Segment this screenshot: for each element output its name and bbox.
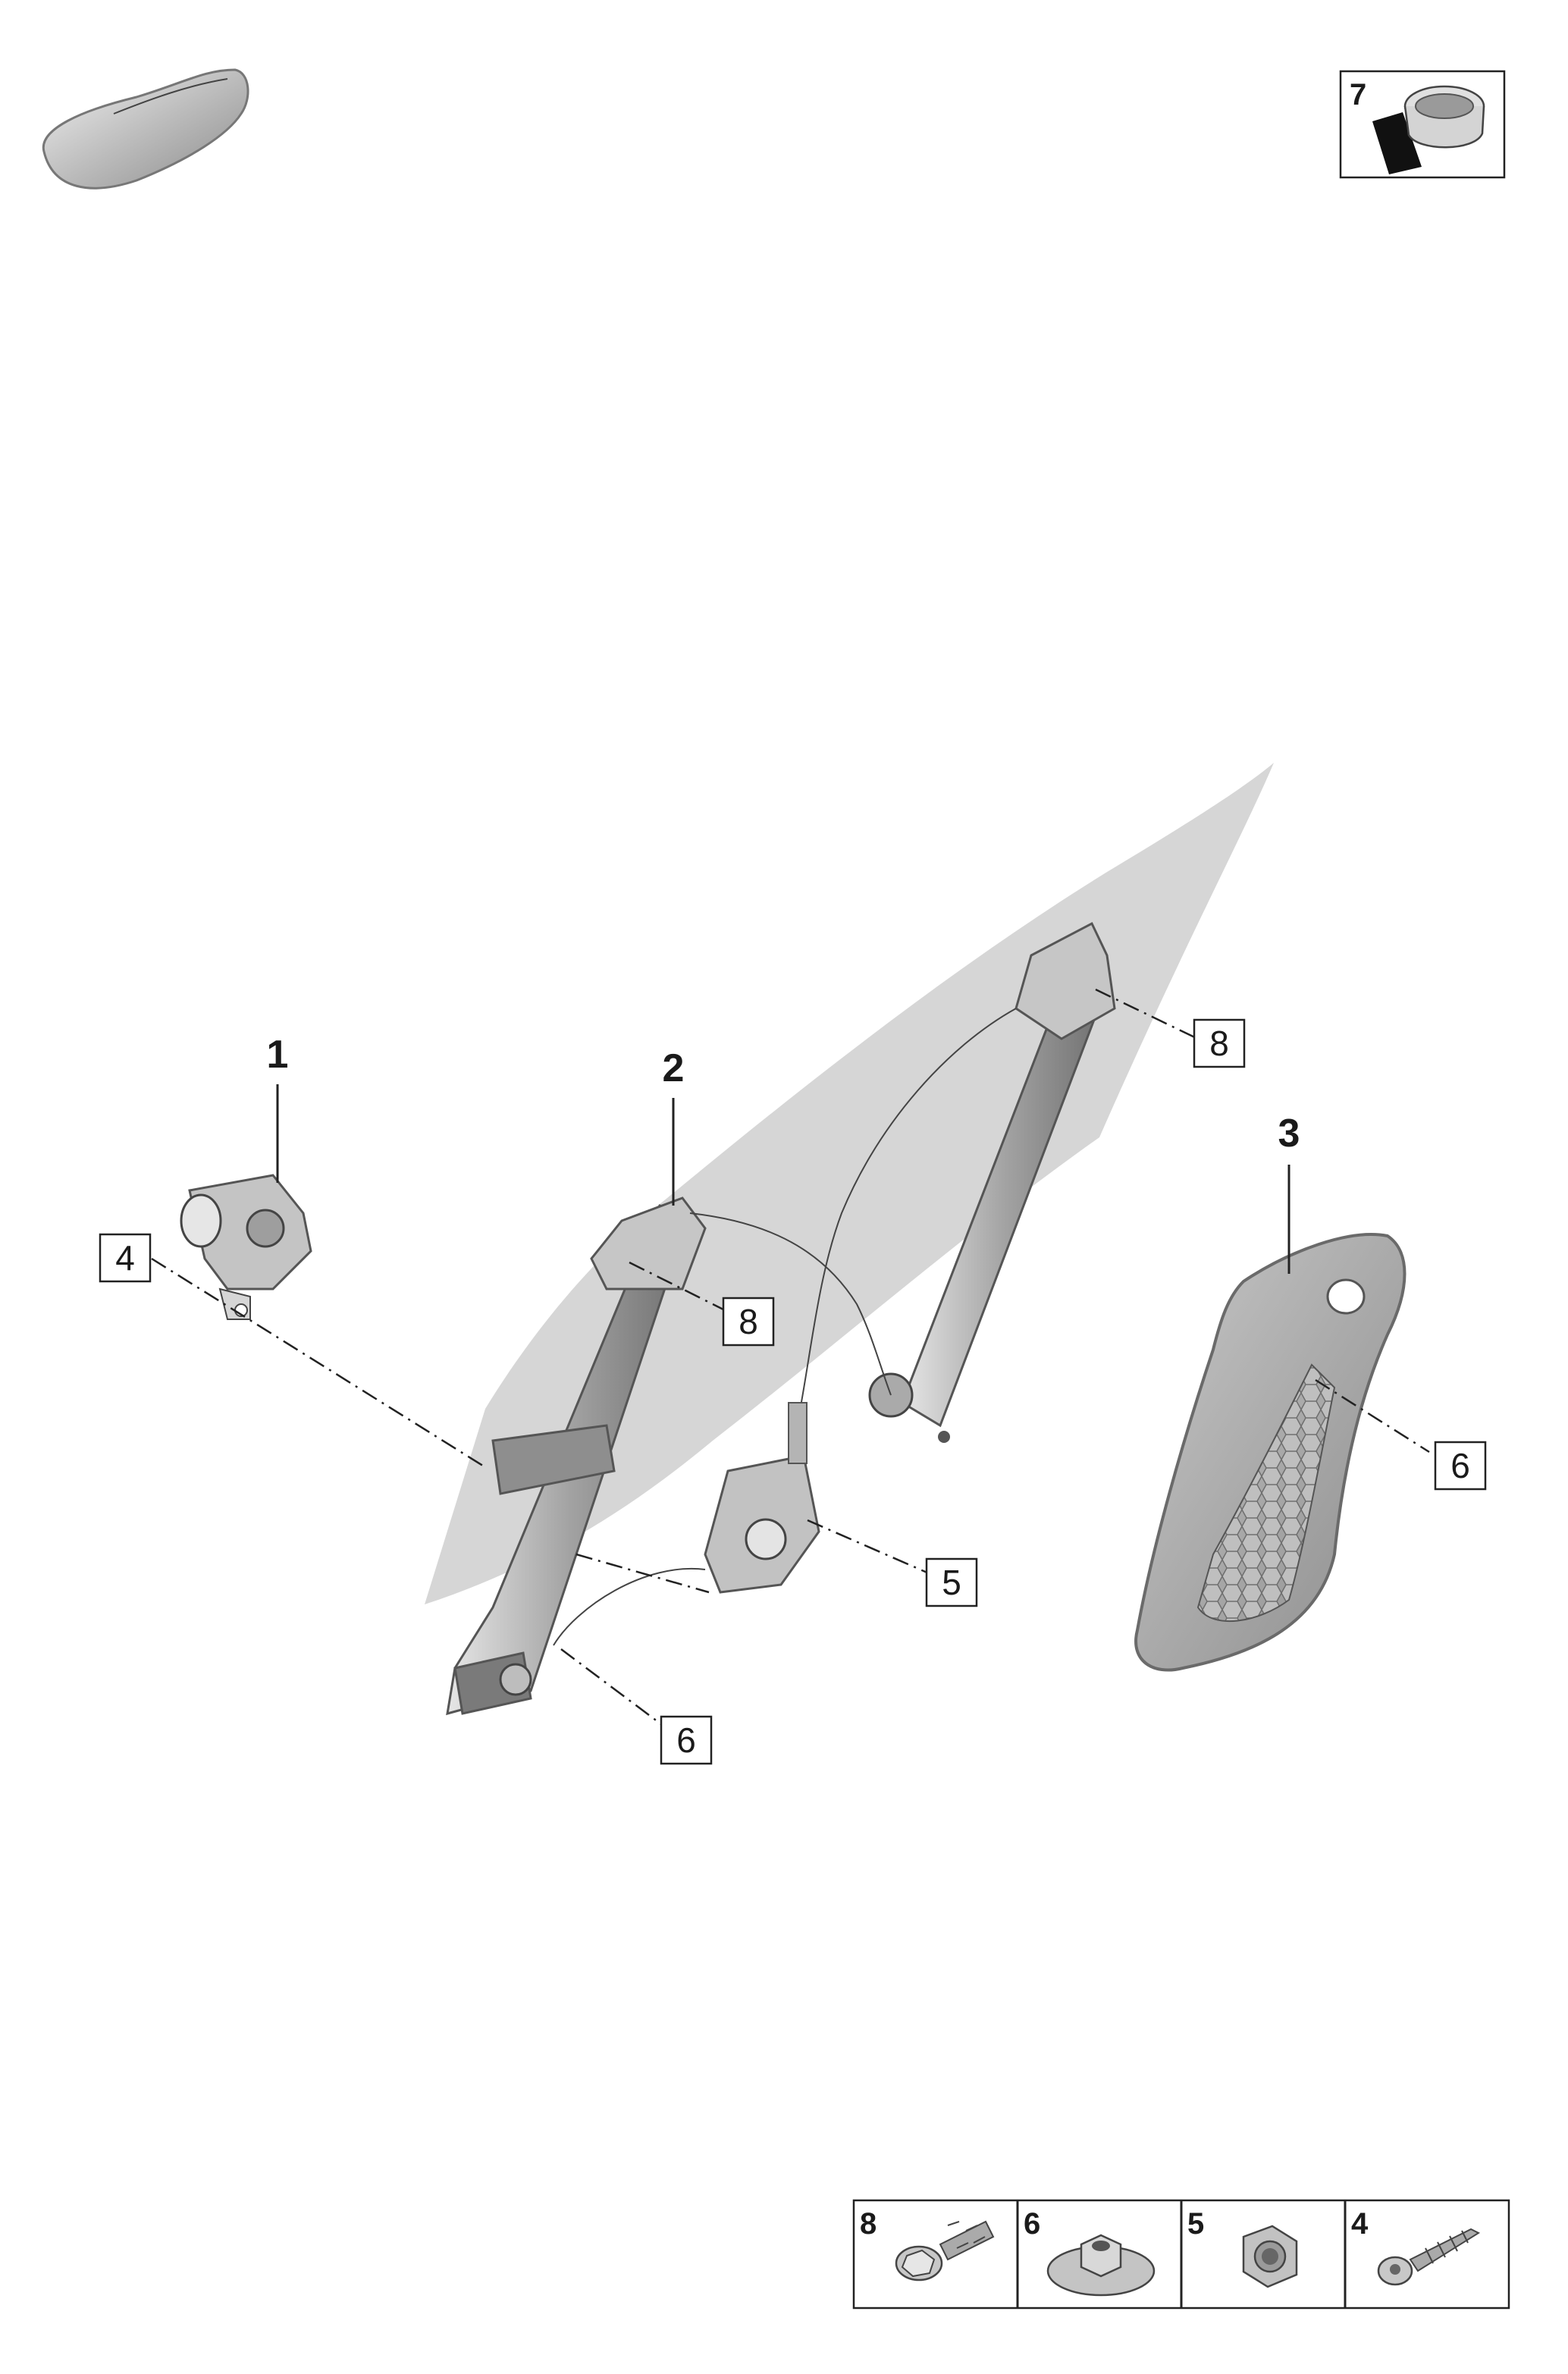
svg-text:8: 8 [1209, 1024, 1229, 1063]
line-drive [575, 1553, 710, 1594]
door-trim-cover [1134, 1233, 1406, 1672]
callout-5: 5 [925, 1557, 978, 1607]
screw-icon [1377, 2228, 1481, 2286]
callout-3: 3 [1278, 1112, 1300, 1156]
flange-nut-icon [1046, 2234, 1156, 2297]
svg-text:5: 5 [1187, 2207, 1204, 2241]
svg-text:8: 8 [860, 2207, 877, 2241]
window-regulator [446, 921, 1116, 1716]
line-6-left [560, 1648, 668, 1730]
legend-7-number: 7 [1350, 78, 1366, 111]
callout-1: 1 [267, 1033, 289, 1077]
line-5 [807, 1519, 930, 1575]
line-8-lower [629, 1261, 729, 1313]
line-6-right [1315, 1378, 1430, 1454]
svg-text:4: 4 [115, 1238, 135, 1278]
svg-text:4: 4 [1351, 2207, 1369, 2241]
svg-text:8: 8 [739, 1302, 758, 1341]
callout-6-left: 6 [660, 1715, 713, 1765]
legend-cell-8: 8 [860, 2207, 995, 2281]
vehicle-silhouette-icon [42, 68, 249, 190]
seal-tape-icon [1372, 85, 1485, 174]
callout-2: 2 [663, 1046, 685, 1090]
legend-cell-6: 6 [1024, 2207, 1156, 2297]
bolt-icon [895, 2220, 995, 2281]
svg-text:5: 5 [942, 1563, 961, 1602]
callout-leaders [276, 1084, 1290, 1274]
svg-text:6: 6 [1024, 2207, 1040, 2241]
svg-text:6: 6 [1450, 1446, 1470, 1485]
legend-cell-5: 5 [1187, 2207, 1298, 2288]
callout-8-lower: 8 [722, 1297, 775, 1347]
assembly-lines [151, 988, 1430, 1730]
legend-cell-4: 4 [1351, 2207, 1481, 2286]
line-4 [151, 1257, 486, 1469]
callout-4: 4 [99, 1233, 152, 1283]
callout-6-right: 6 [1434, 1441, 1487, 1491]
fastener-legend: 8 6 5 [852, 2199, 1510, 2310]
hex-nut-icon [1242, 2225, 1298, 2288]
svg-text:6: 6 [676, 1720, 696, 1760]
callout-8-upper: 8 [1193, 1018, 1246, 1068]
legend-7-seal-kit: 7 [1339, 70, 1506, 179]
window-motor [180, 1174, 312, 1320]
line-8-upper [1095, 988, 1206, 1044]
